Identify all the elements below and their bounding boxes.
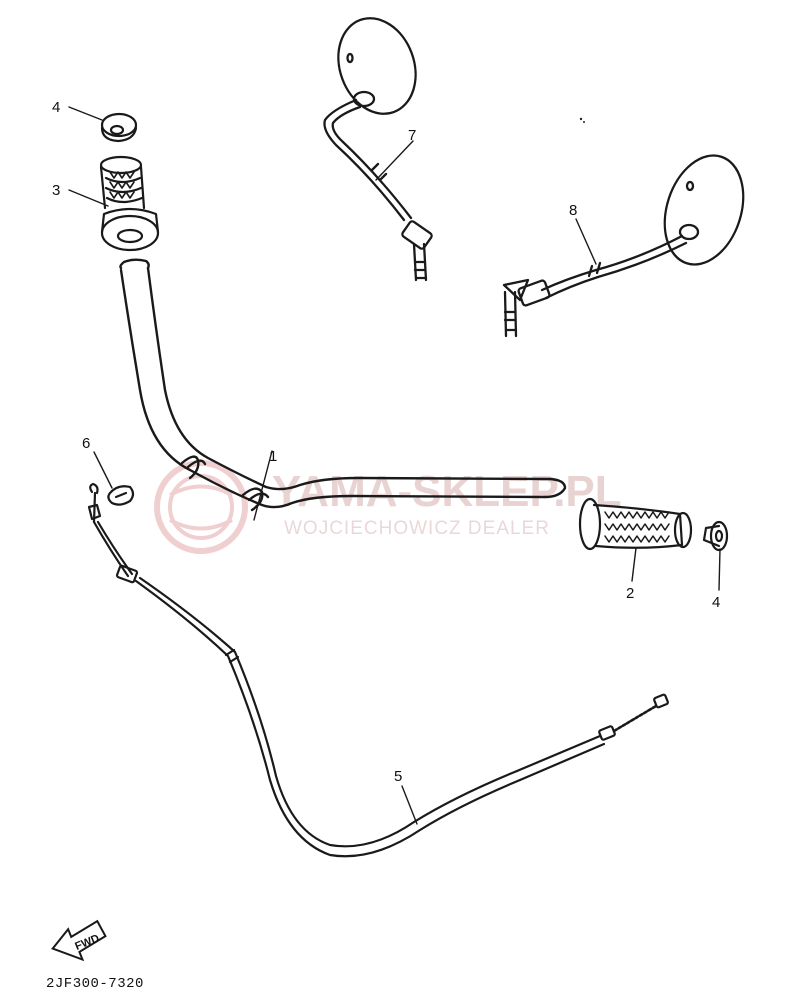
callout-7: 7 (408, 127, 416, 144)
speck-marks (579, 117, 585, 123)
leader-7 (375, 140, 414, 181)
grip-end-right (702, 520, 729, 552)
leader-2 (631, 547, 637, 582)
leader-8 (575, 218, 597, 265)
callouts: 1 2 3 4 4 5 6 7 8 (52, 99, 720, 785)
callout-2: 2 (626, 585, 634, 602)
throttle-grip (99, 155, 160, 252)
document-code: 2JF300-7320 (46, 976, 144, 992)
leader-4-right (718, 548, 721, 591)
watermark-subtitle: WOJCIECHOWICZ DEALER (284, 518, 550, 539)
callout-6: 6 (82, 435, 90, 452)
grip-end-left (100, 112, 138, 143)
callout-1: 1 (269, 448, 277, 465)
callout-5: 5 (394, 768, 402, 785)
watermark: YAMA-SKLEP.PL WOJCIECHOWICZ DEALER (154, 460, 622, 554)
right-grip (578, 497, 693, 551)
leader-4-left (68, 106, 103, 121)
watermark-title: YAMA-SKLEP.PL (272, 467, 622, 516)
mirror-left (323, 17, 433, 282)
leader-1 (253, 450, 273, 521)
fwd-arrow: FWD (51, 919, 107, 962)
callout-4-right: 4 (712, 594, 720, 611)
callout-3: 3 (52, 182, 60, 199)
fwd-arrow-label: FWD (73, 932, 101, 953)
adjuster-nut (107, 485, 135, 506)
mirror-right (502, 154, 745, 338)
callout-8: 8 (569, 202, 577, 219)
control-cable (87, 482, 669, 858)
leader-lines (68, 106, 721, 825)
callout-4-left: 4 (52, 99, 60, 116)
leader-3 (68, 189, 109, 207)
leader-5 (401, 785, 418, 825)
leader-6 (93, 451, 113, 489)
